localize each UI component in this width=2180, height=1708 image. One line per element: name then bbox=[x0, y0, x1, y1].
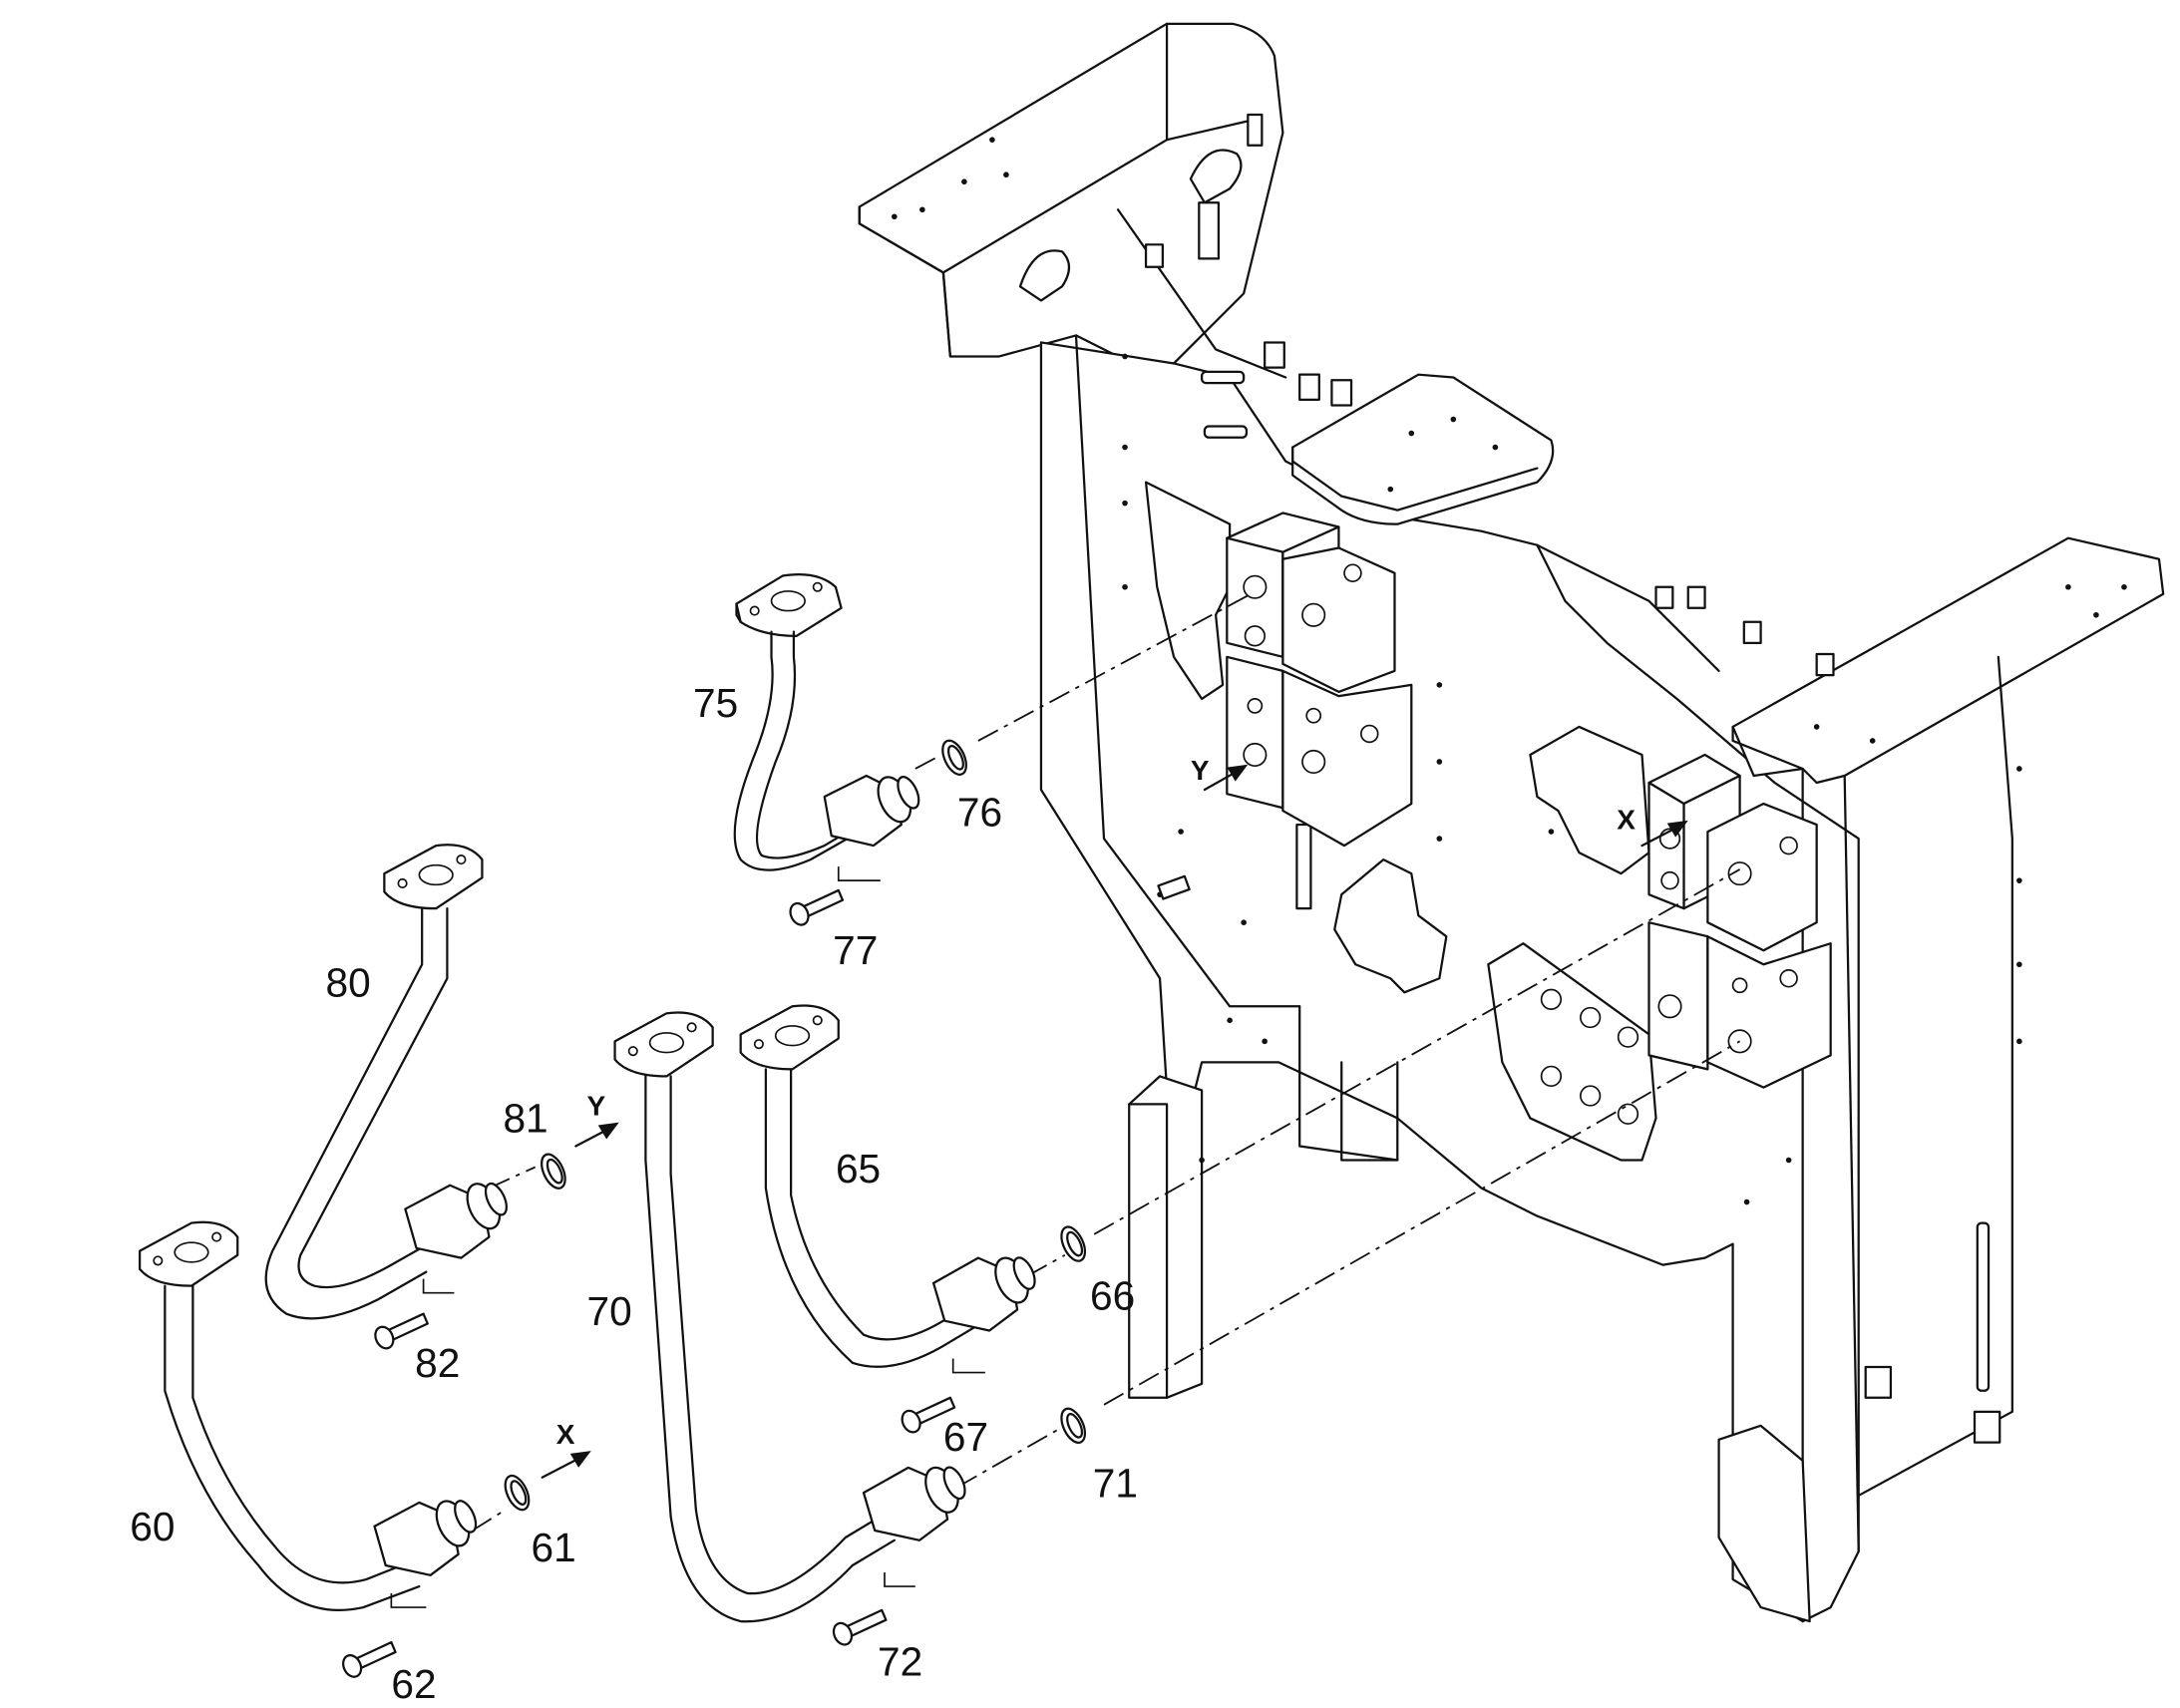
callout-77: 77 bbox=[833, 927, 878, 973]
callout-65: 65 bbox=[836, 1146, 881, 1192]
callout-labels: 60 61 62 65 66 67 70 71 72 75 76 77 80 8… bbox=[130, 680, 1138, 1707]
port-label-y-block: Y bbox=[1191, 755, 1210, 786]
port-arrows bbox=[541, 764, 1688, 1479]
callout-80: 80 bbox=[325, 959, 370, 1005]
callout-70: 70 bbox=[587, 1288, 632, 1334]
pipe-70 bbox=[613, 1011, 966, 1623]
main-frame bbox=[858, 22, 2165, 1623]
callout-60: 60 bbox=[130, 1504, 175, 1549]
bolt-77 bbox=[789, 888, 845, 926]
leader-lines bbox=[390, 866, 985, 1608]
bolt-72 bbox=[832, 1608, 888, 1646]
o-ring-81 bbox=[541, 1153, 566, 1190]
port-label-x-block: X bbox=[1617, 804, 1635, 835]
callout-81: 81 bbox=[503, 1095, 547, 1141]
bolt-67 bbox=[901, 1396, 956, 1434]
callout-82: 82 bbox=[415, 1340, 460, 1386]
pipe-60 bbox=[139, 1220, 478, 1611]
port-label-y: Y bbox=[587, 1091, 606, 1122]
port-label-x: X bbox=[556, 1419, 575, 1450]
bolt-62 bbox=[342, 1640, 397, 1678]
o-ring-76 bbox=[941, 739, 967, 776]
valve-block-y bbox=[1226, 512, 1413, 848]
pipe-65 bbox=[739, 1004, 1036, 1368]
bolt-82 bbox=[374, 1312, 429, 1350]
o-ring-66 bbox=[1060, 1225, 1087, 1262]
valve-block-x bbox=[1647, 753, 1832, 1089]
callout-71: 71 bbox=[1093, 1460, 1138, 1506]
o-ring-71 bbox=[1060, 1407, 1087, 1444]
callout-76: 76 bbox=[957, 789, 1002, 835]
assembly-lines bbox=[472, 592, 1741, 1532]
callout-62: 62 bbox=[391, 1661, 436, 1707]
callout-72: 72 bbox=[878, 1639, 922, 1685]
callout-61: 61 bbox=[531, 1525, 575, 1570]
pipe-80 bbox=[264, 844, 508, 1320]
callout-67: 67 bbox=[943, 1414, 988, 1460]
callout-75: 75 bbox=[693, 680, 738, 726]
callout-66: 66 bbox=[1090, 1272, 1135, 1318]
pipe-75 bbox=[733, 573, 920, 871]
o-ring-61 bbox=[504, 1474, 531, 1512]
